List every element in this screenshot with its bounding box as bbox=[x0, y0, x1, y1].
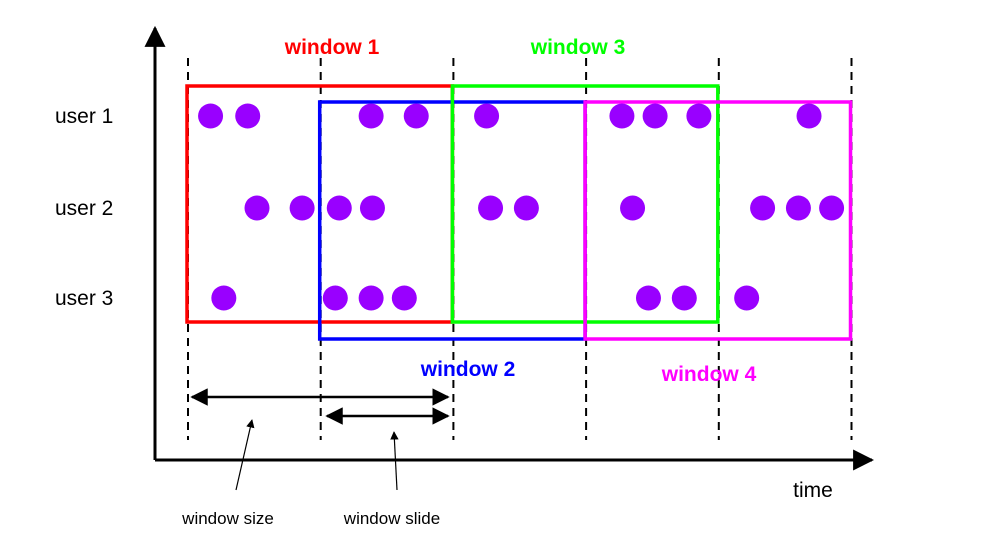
event-dot bbox=[358, 103, 384, 129]
window-size-pointer bbox=[235, 419, 255, 491]
event-dot bbox=[609, 103, 635, 129]
window-slide-label: window slide bbox=[343, 509, 440, 528]
event-dot bbox=[474, 103, 500, 129]
event-dot bbox=[750, 195, 776, 221]
event-dot bbox=[671, 285, 697, 311]
window-3-label: window 3 bbox=[530, 36, 626, 59]
events bbox=[198, 103, 845, 311]
window-1-label: window 1 bbox=[284, 36, 380, 59]
event-dot bbox=[819, 195, 845, 221]
window-4-label: window 4 bbox=[661, 363, 757, 386]
event-dot bbox=[322, 285, 348, 311]
event-dot bbox=[198, 103, 224, 129]
event-dot bbox=[513, 195, 539, 221]
event-dot bbox=[211, 285, 237, 311]
event-dot bbox=[244, 195, 270, 221]
event-dot bbox=[620, 195, 646, 221]
event-dot bbox=[635, 285, 661, 311]
time-axis-label: time bbox=[793, 479, 833, 502]
event-dot bbox=[785, 195, 811, 221]
window-4-box bbox=[583, 100, 853, 341]
event-dot bbox=[235, 103, 261, 129]
user-2-label: user 2 bbox=[55, 197, 113, 220]
event-dot bbox=[686, 103, 712, 129]
window-size-label: window size bbox=[181, 509, 274, 528]
event-dot bbox=[478, 195, 504, 221]
windows bbox=[185, 84, 853, 341]
window-slide-pointer bbox=[390, 431, 399, 491]
event-dot bbox=[403, 103, 429, 129]
event-dot bbox=[359, 195, 385, 221]
event-dot bbox=[796, 103, 822, 129]
event-dot bbox=[391, 285, 417, 311]
user-1-label: user 1 bbox=[55, 105, 113, 128]
event-dot bbox=[734, 285, 760, 311]
window-2-label: window 2 bbox=[420, 358, 516, 381]
user-3-label: user 3 bbox=[55, 287, 113, 310]
event-dot bbox=[289, 195, 315, 221]
event-dot bbox=[358, 285, 384, 311]
event-dot bbox=[326, 195, 352, 221]
event-dot bbox=[642, 103, 668, 129]
